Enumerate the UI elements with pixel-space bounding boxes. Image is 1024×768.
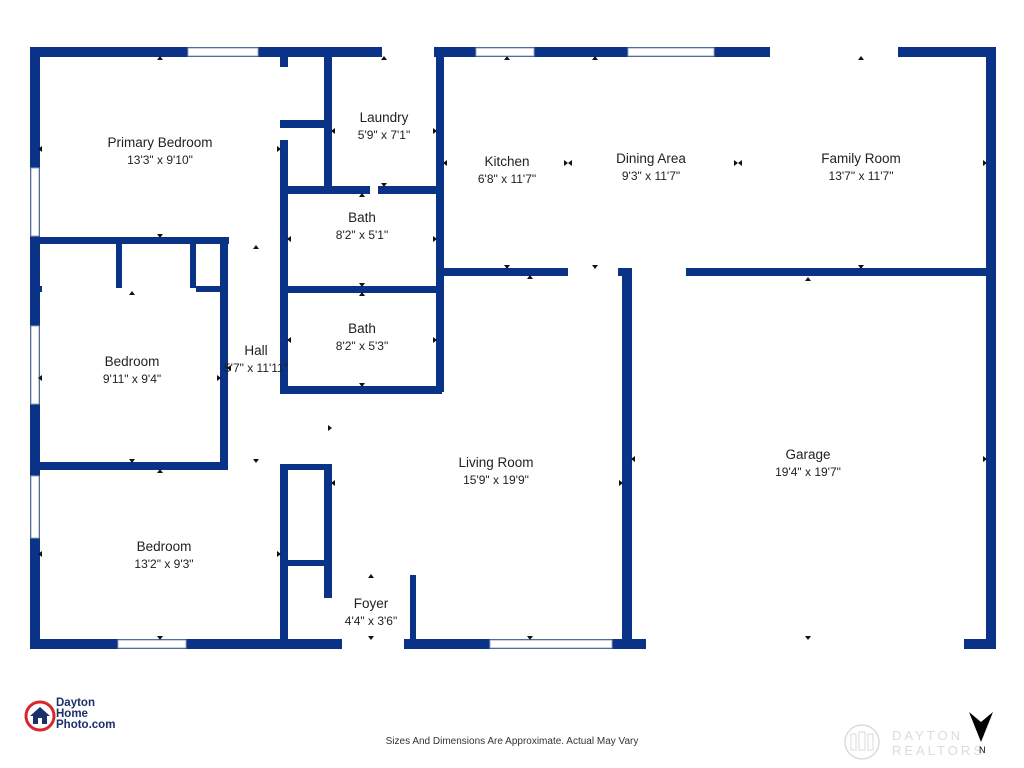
room-dim-dining-area: 9'3" x 11'7" bbox=[622, 169, 680, 183]
logo-text: Dayton Home Photo.com bbox=[56, 697, 116, 731]
north-arrow-icon bbox=[969, 712, 993, 742]
room-name-bedroom-lower: Bedroom bbox=[137, 539, 192, 554]
room-dim-hall: 5'7" x 11'11" bbox=[224, 361, 288, 375]
room-dim-bath-lower: 8'2" x 5'3" bbox=[336, 339, 388, 353]
logo-line-2: Home bbox=[56, 708, 88, 720]
north-label: N bbox=[979, 745, 986, 755]
room-name-dining-area: Dining Area bbox=[616, 151, 686, 166]
company-logo: Dayton Home Photo.com bbox=[24, 697, 154, 738]
watermark-line-2: REALTORS bbox=[892, 743, 985, 758]
north-compass: N bbox=[966, 710, 996, 758]
room-name-foyer: Foyer bbox=[354, 596, 389, 611]
room-name-kitchen: Kitchen bbox=[484, 154, 529, 169]
room-dim-kitchen: 6'8" x 11'7" bbox=[478, 172, 536, 186]
watermark: DAYTON REALTORS bbox=[836, 720, 1024, 764]
watermark-text: DAYTON REALTORS bbox=[892, 728, 985, 758]
dimension-markers bbox=[38, 56, 987, 640]
logo-line-3: Photo.com bbox=[56, 719, 116, 731]
room-dim-foyer: 4'4" x 3'6" bbox=[345, 614, 397, 628]
floor-plan: Primary Bedroom 13'3" x 9'10" Laundry 5'… bbox=[30, 46, 996, 650]
logo-line-1: Dayton bbox=[56, 697, 95, 709]
room-name-laundry: Laundry bbox=[360, 110, 409, 125]
room-dim-bath-upper: 8'2" x 5'1" bbox=[336, 228, 388, 242]
room-dim-primary-bedroom: 13'3" x 9'10" bbox=[127, 153, 193, 167]
watermark-seal-icon bbox=[844, 724, 880, 760]
room-dim-family-room: 13'7" x 11'7" bbox=[829, 169, 894, 183]
room-name-bedroom-middle: Bedroom bbox=[105, 354, 160, 369]
room-dim-bedroom-middle: 9'11" x 9'4" bbox=[103, 372, 161, 386]
room-dim-living-room: 15'9" x 19'9" bbox=[463, 473, 529, 487]
windows bbox=[30, 47, 715, 649]
room-dim-bedroom-lower: 13'2" x 9'3" bbox=[134, 557, 193, 571]
room-name-living-room: Living Room bbox=[458, 455, 533, 470]
house-logo-icon bbox=[24, 700, 56, 732]
room-labels: Primary Bedroom 13'3" x 9'10" Laundry 5'… bbox=[103, 110, 901, 628]
room-name-garage: Garage bbox=[785, 447, 830, 462]
room-name-hall: Hall bbox=[244, 343, 267, 358]
disclaimer-text: Sizes And Dimensions Are Approximate. Ac… bbox=[385, 736, 639, 747]
room-dim-laundry: 5'9" x 7'1" bbox=[358, 128, 410, 142]
room-name-primary-bedroom: Primary Bedroom bbox=[107, 135, 212, 150]
room-name-bath-lower: Bath bbox=[348, 321, 376, 336]
room-dim-garage: 19'4" x 19'7" bbox=[775, 465, 841, 479]
room-name-family-room: Family Room bbox=[821, 151, 901, 166]
watermark-line-1: DAYTON bbox=[892, 728, 963, 743]
room-name-bath-upper: Bath bbox=[348, 210, 376, 225]
openings bbox=[228, 46, 964, 650]
